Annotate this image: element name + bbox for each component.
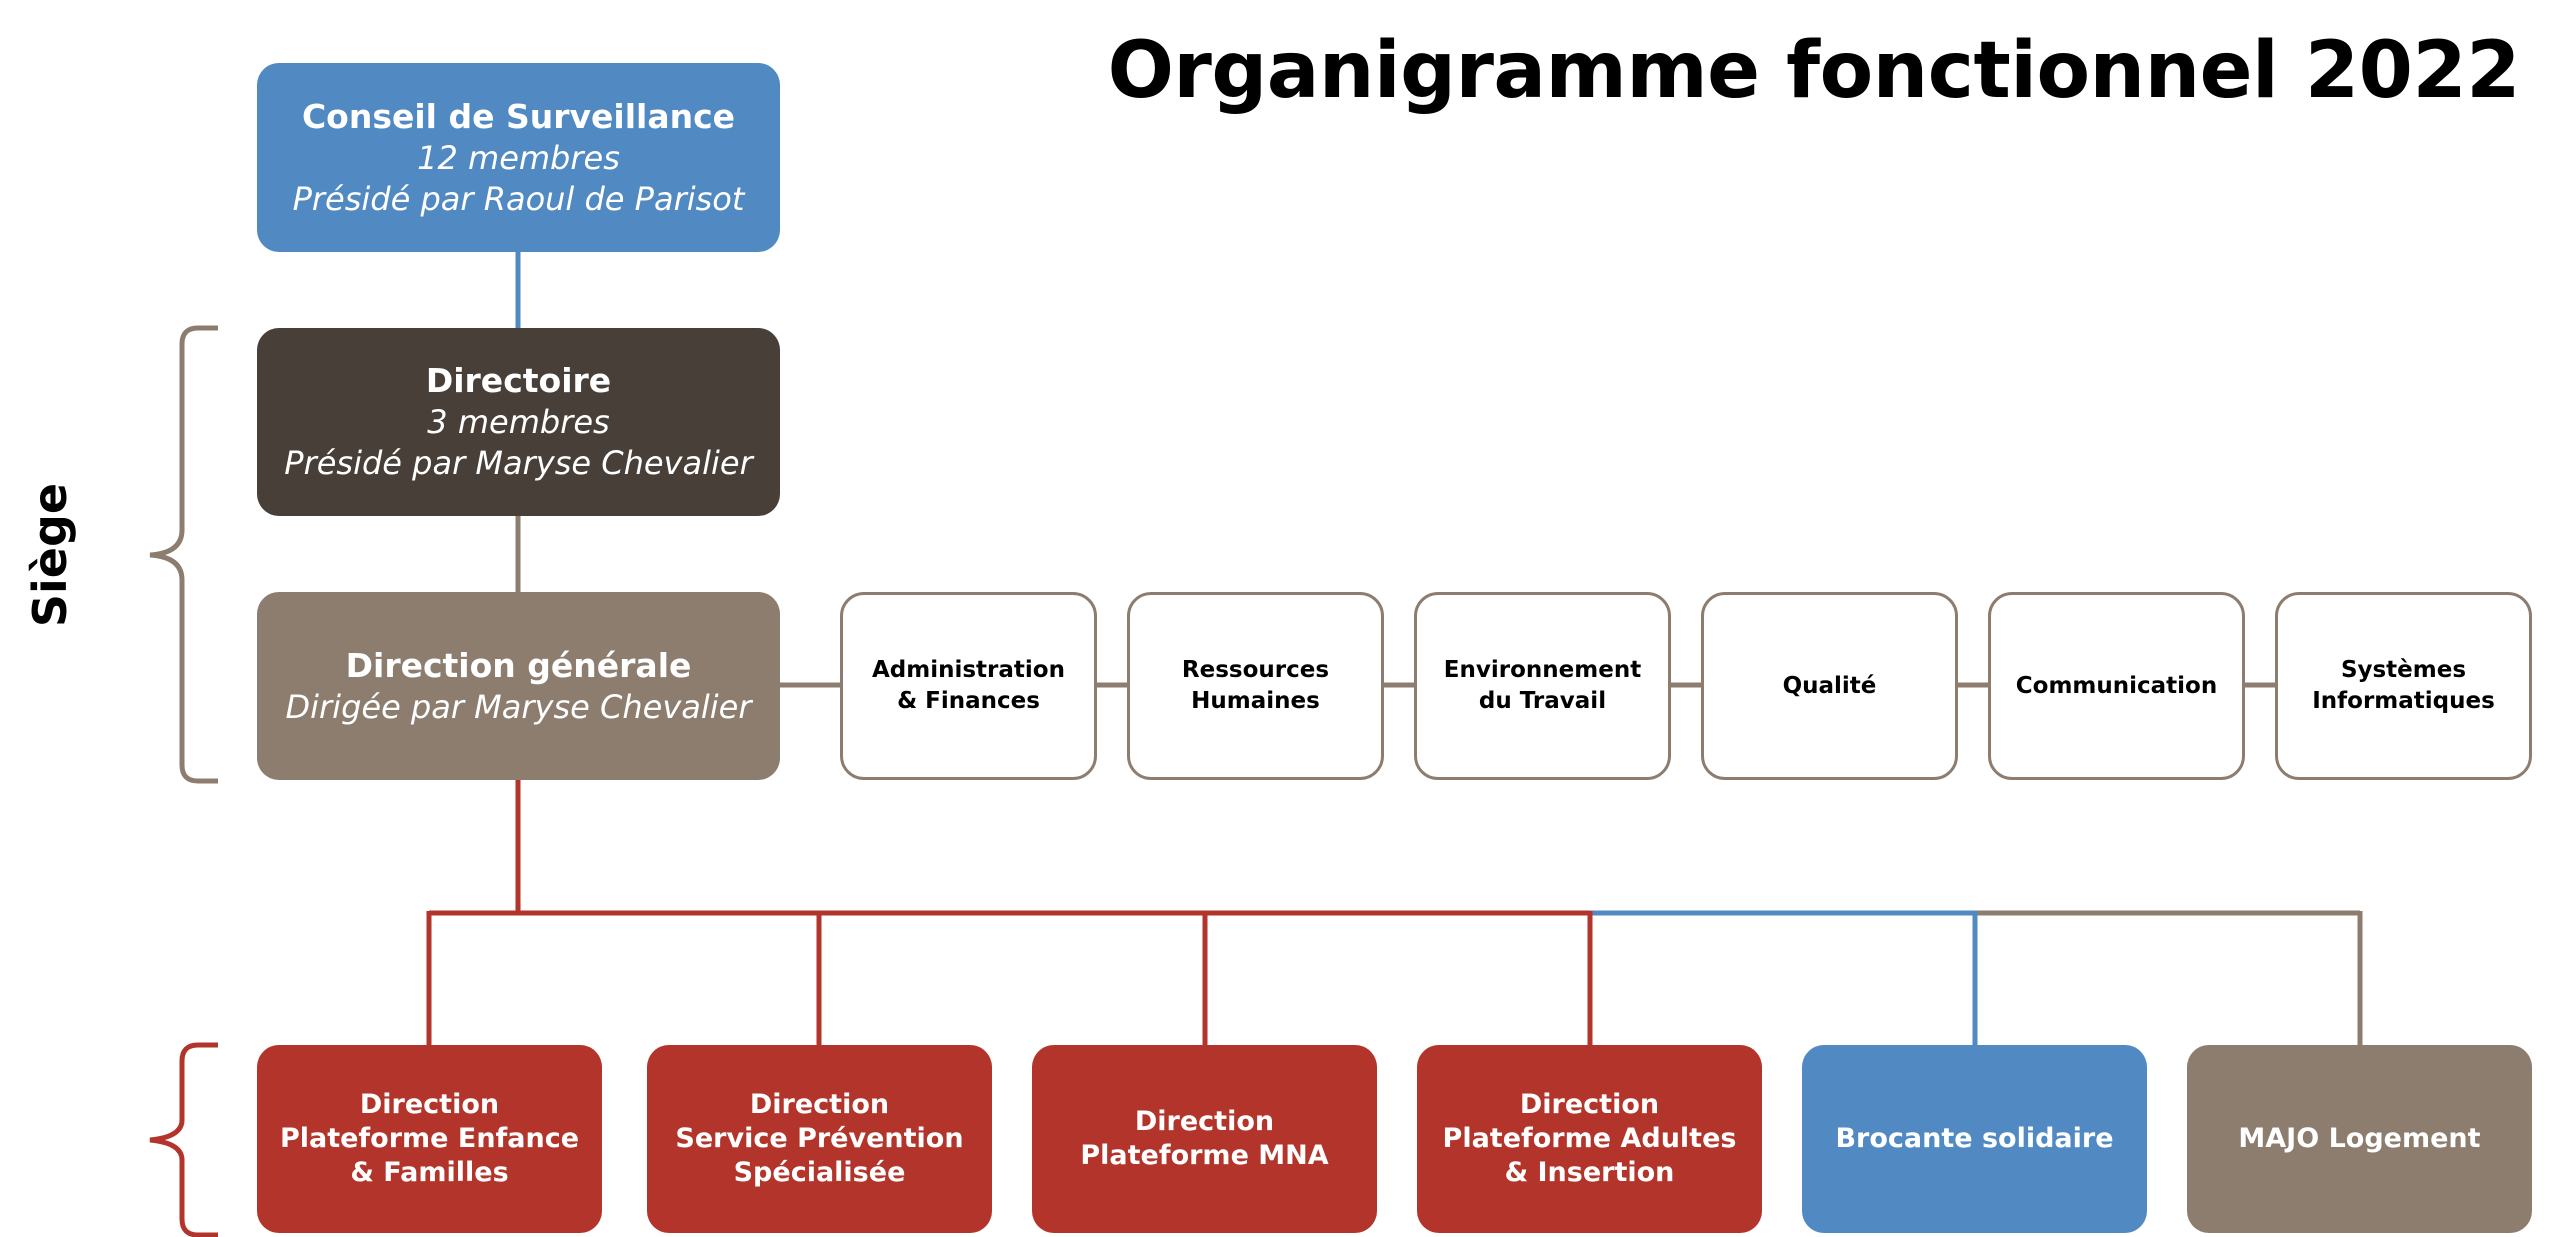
dg-chair: Dirigée par Maryse Chevalier: [285, 687, 752, 726]
dept-communication: Communication: [1988, 592, 2245, 780]
dg-name: Direction générale: [345, 645, 692, 685]
directoire-chair: Présidé par Maryse Chevalier: [284, 444, 753, 482]
dept-administration-finances: Administration & Finances: [840, 592, 1097, 780]
conseil-members: 12 membres: [417, 138, 620, 177]
conseil-chair: Présidé par Raoul de Parisot: [292, 179, 745, 218]
directoire-members: 3 membres: [427, 403, 610, 441]
platforms-brace: [149, 1042, 218, 1237]
platform-adultes-insertion: Direction Plateforme Adultes & Insertion: [1417, 1045, 1762, 1233]
platform-enfance-familles: Direction Plateforme Enfance & Familles: [257, 1045, 602, 1233]
direction-generale-box: Direction générale Dirigée par Maryse Ch…: [257, 592, 780, 780]
platform-prevention-specialisee: Direction Service Prévention Spécialisée: [647, 1045, 992, 1233]
dept-environnement-travail: Environnement du Travail: [1414, 592, 1671, 780]
conseil-name: Conseil de Surveillance: [301, 96, 736, 136]
majo-logement: MAJO Logement: [2187, 1045, 2532, 1233]
siege-label: Siège: [23, 482, 77, 628]
brocante-solidaire: Brocante solidaire: [1802, 1045, 2147, 1233]
dept-qualite: Qualité: [1701, 592, 1958, 780]
siege-brace: [149, 325, 218, 784]
page-title: Organigramme fonctionnel 2022: [1107, 26, 2521, 116]
dept-systemes-informatiques: Systèmes Informatiques: [2275, 592, 2532, 780]
conseil-surveillance-box: Conseil de Surveillance 12 membres Prési…: [257, 63, 780, 252]
directoire-name: Directoire: [425, 361, 612, 400]
dept-ressources-humaines: Ressources Humaines: [1127, 592, 1384, 780]
platform-mna: Direction Plateforme MNA: [1032, 1045, 1377, 1233]
directoire-box: Directoire 3 membres Présidé par Maryse …: [257, 328, 780, 516]
